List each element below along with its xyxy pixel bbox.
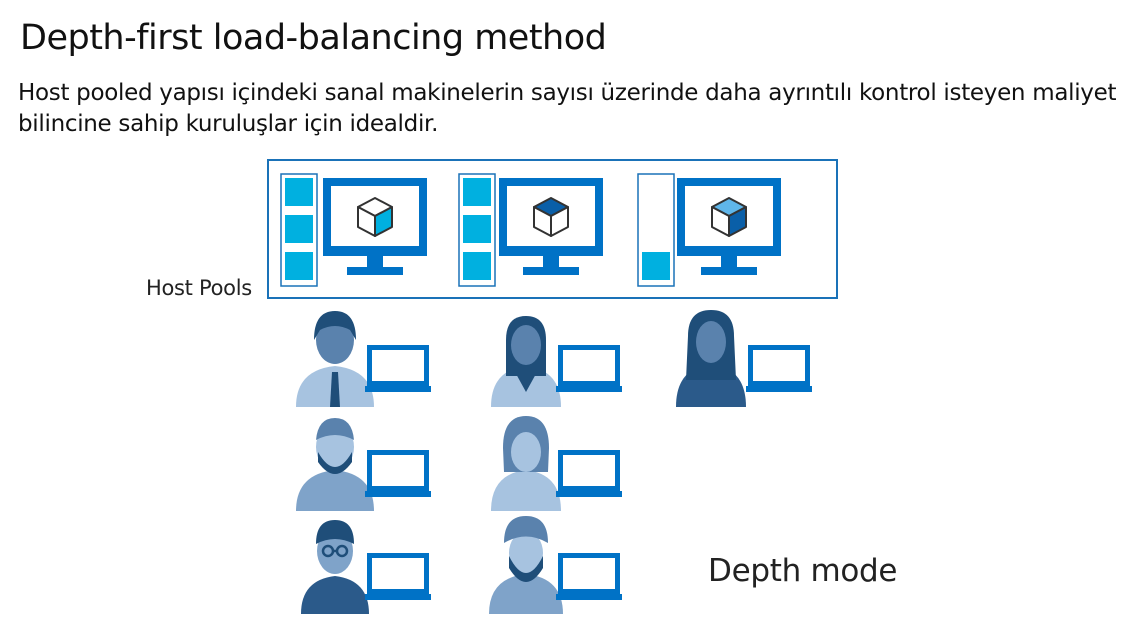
cube-icon xyxy=(711,197,747,237)
user-woman-long-hair xyxy=(676,310,812,407)
laptop-icon xyxy=(365,345,431,392)
laptop-icon xyxy=(556,450,622,497)
slot-filled xyxy=(285,215,313,243)
laptop-icon xyxy=(746,345,812,392)
slot-filled xyxy=(463,215,491,243)
host-3 xyxy=(637,173,781,287)
user-man-beard xyxy=(296,418,431,511)
user-man-turban xyxy=(489,516,622,614)
laptop-icon xyxy=(556,553,622,600)
person-icon xyxy=(296,311,374,407)
person-icon xyxy=(296,418,374,511)
slot-filled xyxy=(285,252,313,280)
host-2 xyxy=(458,173,603,287)
depth-mode-label: Depth mode xyxy=(708,553,898,589)
laptop-icon xyxy=(365,450,431,497)
user-man-glasses xyxy=(301,520,431,614)
person-icon xyxy=(491,316,561,407)
host-1 xyxy=(280,173,427,287)
slot-filled xyxy=(642,252,670,280)
cube-icon xyxy=(357,197,393,237)
laptop-icon xyxy=(556,345,622,392)
laptop-icon xyxy=(365,553,431,600)
session-slots xyxy=(637,173,675,287)
person-icon xyxy=(489,516,563,614)
person-icon xyxy=(491,416,561,511)
session-slots xyxy=(280,173,318,287)
slot-filled xyxy=(463,252,491,280)
person-icon xyxy=(676,310,746,407)
page-title: Depth-first load-balancing method xyxy=(20,18,607,58)
description-text: Host pooled yapısı içindeki sanal makine… xyxy=(18,80,1117,137)
slot-filled xyxy=(285,178,313,206)
person-icon xyxy=(301,520,369,614)
session-slots xyxy=(458,173,496,287)
slot-filled xyxy=(463,178,491,206)
user-man-tie xyxy=(296,311,431,407)
user-woman-short-hair xyxy=(491,416,622,511)
user-woman-braids xyxy=(491,316,622,407)
cube-icon xyxy=(533,197,569,237)
host-pools-label: Host Pools xyxy=(146,276,252,300)
